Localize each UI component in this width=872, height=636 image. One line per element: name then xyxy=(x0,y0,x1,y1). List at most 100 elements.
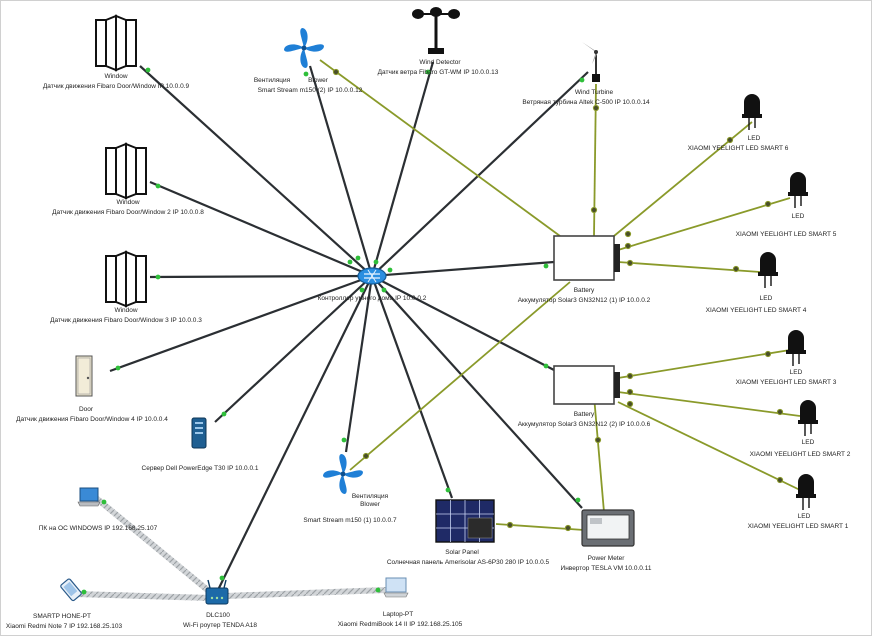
power-meter-desc: Инвертор TESLA VM 10.0.0.11 xyxy=(561,565,652,572)
led-6-name: LED xyxy=(748,135,761,142)
node-door[interactable]: Door Датчик движения Fibaro Door/Window … xyxy=(16,355,168,423)
power-battery-led1 xyxy=(617,401,801,491)
node-window-2[interactable]: Window Датчик движения Fibaro Door/Windo… xyxy=(52,142,204,216)
window-3-name: Window xyxy=(114,307,137,314)
link-hub-battery-top xyxy=(371,260,555,278)
node-smart-home-hub[interactable]: Контроллер умного дома IP 10.0.0.2 xyxy=(318,267,427,302)
battery-top-name: Battery xyxy=(574,287,595,294)
power-battery-powermeter xyxy=(593,395,605,513)
pc-desc: ПК на ОС WINDOWS IP 192.168.25.107 xyxy=(39,525,158,532)
node-wind-detector[interactable]: Wind Detector Датчик ветра Fibaro GT-WM … xyxy=(378,7,499,76)
link-hub-window2 xyxy=(149,180,373,278)
power-blowerbottom-battery xyxy=(349,281,571,471)
link-hub-wind-detector xyxy=(370,61,435,277)
power-battery-led5 xyxy=(617,197,791,251)
window-1-desc: Датчик движения Fibaro Door/Window IP 10… xyxy=(43,83,190,90)
node-led-2[interactable]: LED XIAOMI YEELIGHT LED SMART 2 xyxy=(750,400,851,458)
node-server[interactable]: Сервер Dell PowerEdge T30 IP 10.0.0.1 xyxy=(142,417,259,472)
node-smartphone[interactable]: SMARTP HONE-PT Xiaomi Redmi Note 7 IP 19… xyxy=(6,578,123,630)
link-hub-window1 xyxy=(139,65,373,277)
fan-icon xyxy=(284,28,324,68)
fan-icon xyxy=(323,454,363,494)
hub-desc: Контроллер умного дома IP 10.0.0.2 xyxy=(318,295,427,302)
led-icon xyxy=(758,252,778,288)
link-hub-blower-top xyxy=(308,65,374,277)
server-desc: Сервер Dell PowerEdge T30 IP 10.0.0.1 xyxy=(142,465,259,472)
battery-top-desc: Аккумулятор Solar3 GN32N12 (1) IP 10.0.0… xyxy=(518,297,651,304)
window-2-name: Window xyxy=(116,199,139,206)
led-icon xyxy=(786,330,806,366)
link-hub-router xyxy=(217,275,373,591)
laptop-name: Laptop-PT xyxy=(383,611,413,618)
blower-top-name: Blower xyxy=(308,77,329,84)
window-2-desc: Датчик движения Fibaro Door/Window 2 IP … xyxy=(52,209,204,216)
solar-panel-desc: Солнечная панель Amerisolar AS-6P30 280 … xyxy=(387,559,550,566)
node-led-5[interactable]: LED XIAOMI YEELIGHT LED SMART 5 xyxy=(736,172,837,238)
solar-panel-name: Solar Panel xyxy=(445,549,479,556)
node-led-3[interactable]: LED XIAOMI YEELIGHT LED SMART 3 xyxy=(736,330,837,386)
port-markers xyxy=(81,67,784,595)
led-2-name: LED xyxy=(802,439,815,446)
node-power-meter[interactable]: Power Meter Инвертор TESLA VM 10.0.0.11 xyxy=(561,509,652,572)
door-desc: Датчик движения Fibaro Door/Window 4 IP … xyxy=(16,416,168,423)
led-1-name: LED xyxy=(798,513,811,520)
link-hub-door xyxy=(109,274,373,373)
blower-bottom-name: Blower xyxy=(360,501,381,508)
node-led-1[interactable]: LED XIAOMI YEELIGHT LED SMART 1 xyxy=(748,474,849,530)
battery-icon xyxy=(553,365,620,405)
node-wind-turbine[interactable]: Wind Turbine Ветряная турбина Altek C-50… xyxy=(522,40,650,106)
power-battery-led2 xyxy=(617,391,801,417)
link-hub-blower-bottom xyxy=(344,275,374,453)
node-router[interactable]: DLC100 Wi-Fi роутер TENDA A18 xyxy=(183,579,257,629)
window-3-desc: Датчик движения Fibaro Door/Window 3 IP … xyxy=(50,317,202,324)
link-hub-wind-turbine xyxy=(371,71,589,277)
led-2-desc: XIAOMI YEELIGHT LED SMART 2 xyxy=(750,451,851,458)
wireless-router-laptop xyxy=(225,587,387,599)
power-meter-icon xyxy=(581,509,635,547)
wind-turbine-name: Wind Turbine xyxy=(575,89,614,96)
node-pc[interactable]: ПК на ОС WINDOWS IP 192.168.25.107 xyxy=(39,487,158,532)
battery-bottom-desc: Аккумулятор Solar3 GN32N12 (2) IP 10.0.0… xyxy=(518,421,651,428)
node-laptop[interactable]: Laptop-PT Xiaomi RedmiBook 14 II IP 192.… xyxy=(338,577,463,628)
links xyxy=(75,59,801,601)
led-icon xyxy=(798,400,818,436)
wind-detector-desc: Датчик ветра Fibaro GT-WM IP 10.0.0.13 xyxy=(378,69,499,76)
battery-icon xyxy=(553,235,620,281)
node-led-4[interactable]: LED XIAOMI YEELIGHT LED SMART 4 xyxy=(706,252,807,314)
node-blower-top[interactable]: Blower Вентиляция Smart Stream m150 (2) … xyxy=(254,28,363,94)
node-battery-bottom[interactable]: Battery Аккумулятор Solar3 GN32N12 (2) I… xyxy=(518,365,651,428)
blower-bottom-desc: Smart Stream m150 (1) 10.0.0.7 xyxy=(303,517,397,524)
laptop-icon xyxy=(77,487,101,507)
node-window-3[interactable]: Window Датчик движения Fibaro Door/Windo… xyxy=(50,250,202,324)
power-meter-name: Power Meter xyxy=(588,555,626,562)
laptop-icon xyxy=(383,577,409,598)
power-blowertop-battery xyxy=(319,59,561,237)
router-name: DLC100 xyxy=(206,612,230,619)
link-hub-solar xyxy=(370,275,454,499)
led-1-desc: XIAOMI YEELIGHT LED SMART 1 xyxy=(748,523,849,530)
link-hub-battery-bottom xyxy=(371,275,555,371)
led-5-name: LED xyxy=(792,213,805,220)
hub-icon xyxy=(357,267,387,285)
door-name: Door xyxy=(79,406,94,413)
link-hub-server xyxy=(214,275,373,423)
led-4-desc: XIAOMI YEELIGHT LED SMART 4 xyxy=(706,307,807,314)
node-battery-top[interactable]: Battery Аккумулятор Solar3 GN32N12 (1) I… xyxy=(518,235,651,304)
led-4-name: LED xyxy=(760,295,773,302)
led-icon xyxy=(788,172,808,208)
wireless-router-smartphone xyxy=(75,591,211,601)
led-icon xyxy=(742,94,762,130)
node-window-1[interactable]: Window Датчик движения Fibaro Door/Windo… xyxy=(43,14,190,90)
blower-bottom-subname: Вентиляция xyxy=(352,493,389,500)
node-solar-panel[interactable]: Solar Panel Солнечная панель Amerisolar … xyxy=(387,499,550,566)
door-icon xyxy=(75,355,93,397)
blower-top-subname: Вентиляция xyxy=(254,77,291,84)
node-blower-bottom[interactable]: Вентиляция Blower Smart Stream m150 (1) … xyxy=(303,454,397,524)
node-led-6[interactable]: LED XIAOMI YEELIGHT LED SMART 6 xyxy=(688,94,789,152)
wind-turbine-desc: Ветряная турбина Altek C-500 IP 10.0.0.1… xyxy=(522,98,650,106)
wind-turbine-icon xyxy=(582,40,608,82)
smartphone-icon xyxy=(60,578,82,602)
router-desc: Wi-Fi роутер TENDA A18 xyxy=(183,622,257,629)
wind-detector-name: Wind Detector xyxy=(419,59,461,66)
